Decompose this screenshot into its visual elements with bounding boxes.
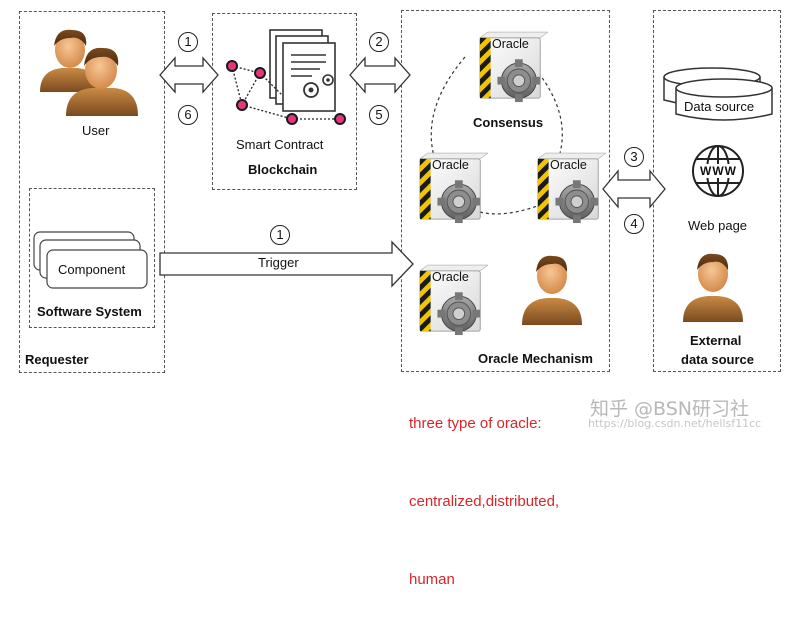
note-line-1: three type of oracle: <box>409 415 542 432</box>
user-icon <box>40 29 138 116</box>
diagram-canvas <box>33 29 773 325</box>
component-label: Component <box>58 262 126 277</box>
blockchain-label: Blockchain <box>248 162 318 177</box>
data-source-label: Data source <box>684 99 755 114</box>
blockchain-nodes <box>226 60 346 125</box>
oracle-box-icon <box>419 264 489 336</box>
user-label: User <box>82 123 110 138</box>
data-source-icon <box>663 67 773 121</box>
smart-contract-icon <box>269 29 336 112</box>
smart-contract-label: Smart Contract <box>236 137 324 152</box>
gear-icon <box>497 59 541 103</box>
step-1-trigger-badge: 1 <box>270 225 290 245</box>
note-line-2: centralized,distributed, <box>409 493 560 510</box>
oracle-consensus-top: Oracle <box>478 29 549 103</box>
oracle-box-icon <box>537 152 607 224</box>
external-person-icon <box>683 253 743 322</box>
watermark-brand: 知乎 @BSN研习社 <box>590 398 750 420</box>
oracle-label: Oracle <box>432 158 469 172</box>
gear-icon <box>555 180 599 224</box>
step-1-badge: 1 <box>178 32 198 52</box>
oracle-types-note: three type of oracle: centralized,distri… <box>409 359 559 619</box>
oracle-consensus-right: Oracle <box>536 150 607 224</box>
requester-group <box>19 11 165 373</box>
human-oracle-icon <box>522 255 582 325</box>
oracle-centralized: Oracle <box>418 262 489 336</box>
www-label: WWW <box>700 164 737 178</box>
requester-label: Requester <box>25 352 89 367</box>
arrow-user-blockchain <box>159 56 219 94</box>
step-6-badge: 6 <box>178 105 198 125</box>
trigger-label: Trigger <box>258 255 299 270</box>
software-system-group <box>29 188 155 328</box>
consensus-label: Consensus <box>473 115 544 130</box>
note-line-3: human <box>409 571 455 588</box>
step-4-badge: 4 <box>624 214 644 234</box>
blockchain-group <box>212 13 357 190</box>
oracle-label: Oracle <box>550 158 587 172</box>
oracle-box-icon <box>419 152 489 224</box>
oracle-mechanism-label: Oracle Mechanism <box>478 351 593 366</box>
step-5-badge: 5 <box>369 105 389 125</box>
arrow-oracle-external <box>602 169 666 209</box>
arrow-blockchain-oracle <box>349 56 411 94</box>
trigger-arrow <box>159 240 414 288</box>
external-label-line2: data source <box>681 352 754 367</box>
oracle-label: Oracle <box>432 270 469 284</box>
oracle-consensus-left: Oracle <box>418 150 489 224</box>
step-3-badge: 3 <box>624 147 644 167</box>
component-stack-icon <box>33 231 148 289</box>
oracle-label: Oracle <box>492 37 529 51</box>
gear-icon <box>437 180 481 224</box>
consensus-ring <box>430 56 563 215</box>
web-page-label: Web page <box>688 218 748 233</box>
watermark-url: https://blog.csdn.net/hellsf11cc <box>588 417 762 430</box>
external-label-line1: External <box>690 333 742 348</box>
step-2-badge: 2 <box>369 32 389 52</box>
oracle-box-icon <box>479 31 549 103</box>
gear-icon <box>437 292 481 336</box>
software-system-label: Software System <box>37 304 142 319</box>
